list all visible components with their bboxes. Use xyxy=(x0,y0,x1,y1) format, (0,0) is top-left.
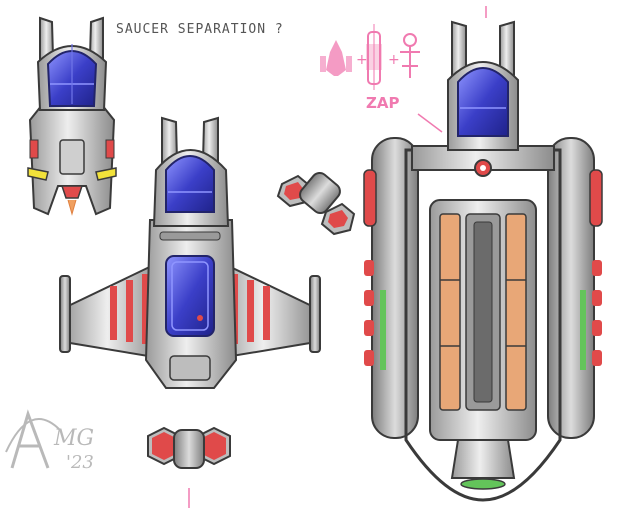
saucer-silhouette-icon xyxy=(366,24,382,90)
signature-scribble xyxy=(5,409,61,469)
svg-text:+: + xyxy=(388,52,400,68)
zap-pointer-line xyxy=(417,113,443,133)
small-drone-upper xyxy=(276,171,356,236)
signature-initials: MG xyxy=(54,426,95,451)
saucer-separation-note: SAUCER SEPARATION ? xyxy=(116,22,284,37)
ship-silhouette-icon xyxy=(320,40,352,76)
svg-text:+: + xyxy=(356,52,368,68)
fighter-ship xyxy=(59,116,321,389)
small-saucer-ship xyxy=(27,16,117,216)
pod-silhouette-icon xyxy=(400,33,420,78)
zap-note: ZAP xyxy=(366,94,400,112)
signature-year: '23 xyxy=(66,452,94,473)
pink-silhouette-strip: + + xyxy=(320,24,420,90)
carrier-ship xyxy=(363,20,603,502)
small-drone-lower xyxy=(147,426,231,508)
